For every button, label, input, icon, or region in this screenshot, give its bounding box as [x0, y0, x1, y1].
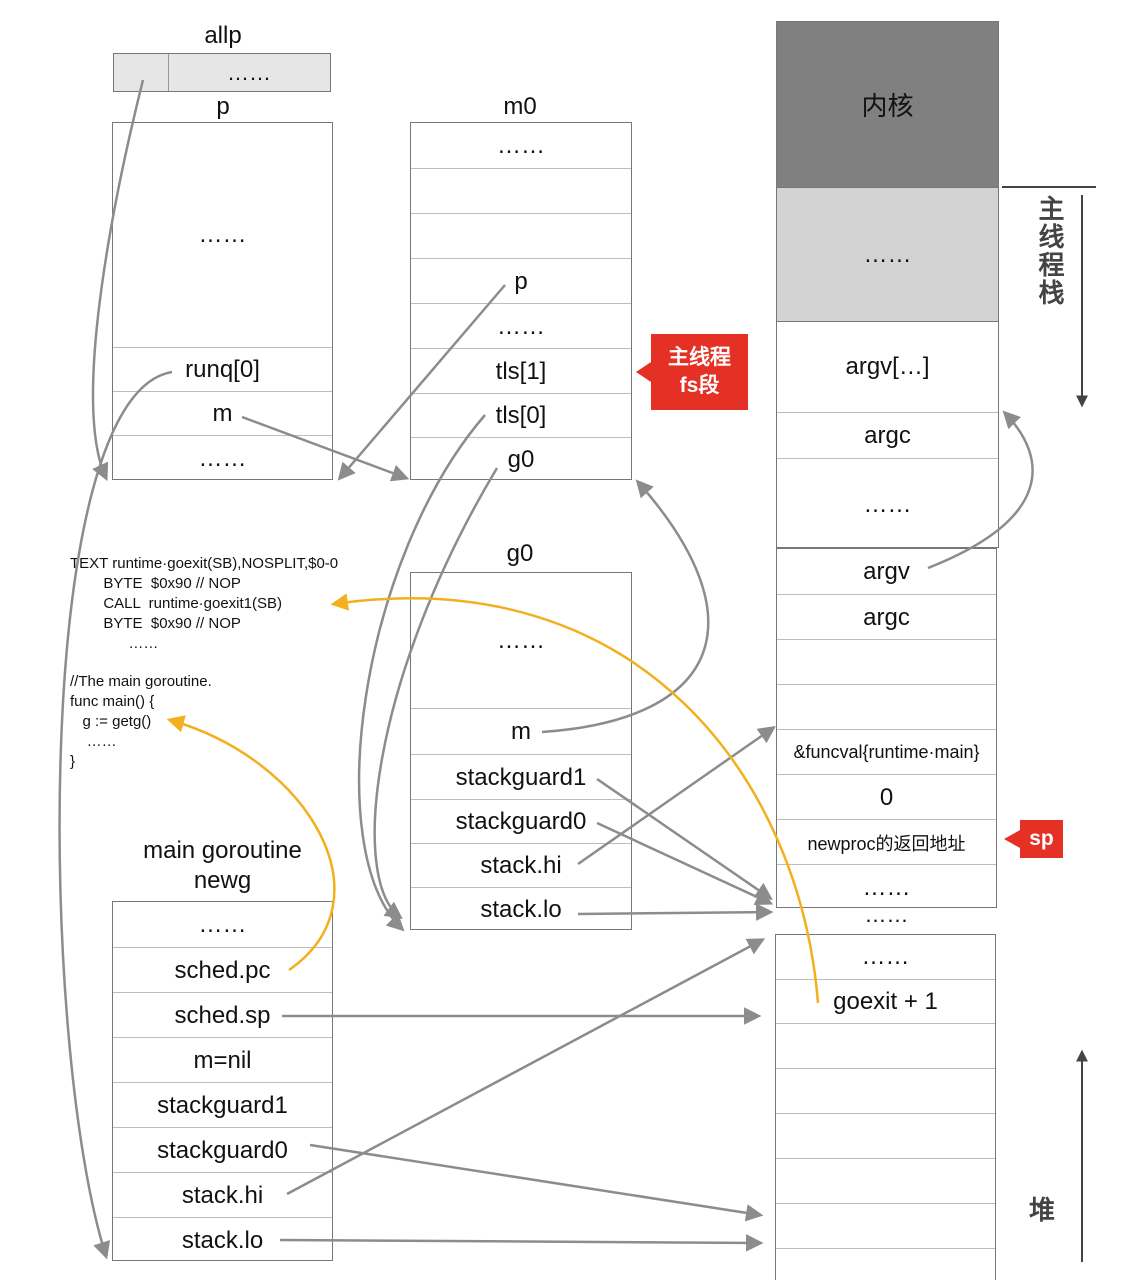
arrow-argv-to-argv-env: [927, 410, 1034, 570]
p-struct: …… runq[0] m ……: [112, 122, 333, 480]
p-cell-dots-end: ……: [113, 435, 332, 482]
main-stack-zero: 0: [777, 774, 996, 820]
arrow-g0-stackguard0: [596, 821, 774, 906]
heap-stack-cell: [776, 1113, 995, 1159]
g0-cell-stack-lo: stack.lo: [411, 887, 631, 932]
m0-cell-g0: g0: [411, 437, 631, 482]
main-stack-lower: argv argc &funcval{runtime·main} 0 newpr…: [776, 548, 997, 908]
sp-tag-pointer: [1004, 830, 1020, 848]
arrow-g0-stack-hi: [577, 725, 776, 866]
arrow-p-m-to-m0: [241, 415, 410, 482]
g0-cell-stackguard1: stackguard1: [411, 754, 631, 800]
main-stack-cell: ……: [777, 458, 998, 550]
m0-cell: ……: [497, 131, 545, 159]
main-stack-argc-orig: argc: [777, 412, 998, 459]
arrow-newg-stackguard0: [309, 1143, 764, 1222]
newg-cell-sched-sp: sched.sp: [113, 992, 332, 1038]
arrow-runq-to-newg: [58, 370, 173, 1260]
m0-cell-tls0: tls[0]: [411, 393, 631, 438]
newg-cell-stack-lo: stack.lo: [113, 1217, 332, 1263]
newg-cell-m: m=nil: [113, 1037, 332, 1083]
stack-shaded-dots: ……: [863, 240, 912, 268]
fs-segment-tag: 主线程 fs段: [651, 334, 748, 410]
arrow-m0-g0-to-g0: [373, 467, 499, 920]
p-cell-dots: ……: [198, 221, 247, 248]
m0-label: m0: [503, 93, 537, 120]
p-cell-m: m: [113, 391, 332, 436]
main-thread-stack-label: 主线程栈: [1035, 195, 1065, 307]
m0-cell: ……: [411, 303, 631, 349]
heap-stack-cell: [776, 1023, 995, 1069]
arrow-g0-stackguard1: [596, 777, 773, 900]
m0-cell: [411, 213, 631, 259]
heap-stack-cell: ……: [861, 943, 910, 970]
newg-label: main goroutine newg: [143, 837, 302, 894]
g0-cell: ……: [497, 626, 545, 654]
m0-cell: [411, 168, 631, 214]
sp-tag: sp: [1020, 820, 1063, 858]
fs-tag-line2: fs段: [679, 374, 720, 397]
allp-label: allp: [204, 22, 242, 49]
newg-cell-stack-hi: stack.hi: [113, 1172, 332, 1218]
arrow-newg-stack-lo: [279, 1234, 764, 1252]
newg-struct: …… sched.pc sched.sp m=nil stackguard1 s…: [112, 901, 333, 1261]
arrow-goexit-to-code: [330, 593, 820, 1004]
main-stack-newproc-ret: newproc的返回地址: [777, 819, 996, 865]
newg-cell: ……: [198, 910, 247, 938]
g0-cell-m: m: [411, 708, 631, 755]
m0-cell-p: p: [411, 258, 631, 304]
m0-cell-tls1: tls[1]: [411, 348, 631, 394]
newg-stack-region: …… goexit + 1: [775, 934, 996, 1280]
goexit-asm-code: TEXT runtime·goexit(SB),NOSPLIT,$0-0 BYT…: [70, 555, 339, 652]
arrow-g0-stack-lo: [577, 903, 774, 921]
sp-tag-label: sp: [1029, 827, 1054, 850]
fs-tag-pointer: [636, 362, 651, 382]
main-stack-upper: argv[…] argc ……: [776, 321, 999, 548]
main-stack-cell: [777, 639, 996, 685]
kernel-label: 内核: [861, 91, 914, 121]
main-func-code: //The main goroutine. func main() { g :=…: [70, 673, 212, 770]
allp-divider: [168, 54, 169, 91]
main-stack-argv: argv: [863, 557, 910, 585]
allp-box: ……: [113, 53, 331, 92]
kernel-region: 内核: [776, 21, 999, 188]
heap-label: 堆: [1028, 1195, 1055, 1225]
heap-stack-cell: [776, 1158, 995, 1204]
arrow-g0-m-to-m0: [541, 479, 710, 734]
newg-cell-sched-pc: sched.pc: [113, 947, 332, 993]
main-stack-cell: ……: [777, 864, 996, 910]
allp-dots: ……: [227, 59, 271, 85]
newg-cell-stackguard0: stackguard0: [113, 1127, 332, 1173]
stack-gap-dots: ……: [864, 902, 909, 927]
g0-cell-stack-hi: stack.hi: [411, 843, 631, 888]
arrow-newg-stack-hi: [286, 938, 766, 1196]
arrow-tls0-to-g0: [357, 414, 486, 932]
fs-tag-line1: 主线程: [668, 346, 731, 369]
main-stack-cell: [777, 684, 996, 730]
g0-cell-stackguard0: stackguard0: [411, 799, 631, 844]
main-stack-funcval: &funcval{runtime·main}: [777, 729, 996, 775]
heap-stack-goexit: goexit + 1: [776, 979, 995, 1024]
p-label: p: [216, 93, 230, 120]
heap-stack-cell: [776, 1203, 995, 1249]
m0-struct: …… p …… tls[1] tls[0] g0: [410, 122, 632, 480]
heap-stack-cell: [776, 1248, 995, 1280]
heap-stack-cell: [776, 1068, 995, 1114]
g0-label: g0: [506, 540, 534, 567]
g0-struct: …… m stackguard1 stackguard0 stack.hi st…: [410, 572, 632, 930]
p-cell-runq: runq[0]: [113, 347, 332, 392]
arrow-m0-p-to-p: [337, 284, 506, 481]
arrow-allp-to-p: [91, 79, 145, 482]
arrow-sched-pc-to-getg: [166, 715, 336, 972]
main-stack-argv-env: argv[…]: [845, 353, 930, 380]
main-stack-argc: argc: [777, 594, 996, 640]
newg-cell-stackguard1: stackguard1: [113, 1082, 332, 1128]
